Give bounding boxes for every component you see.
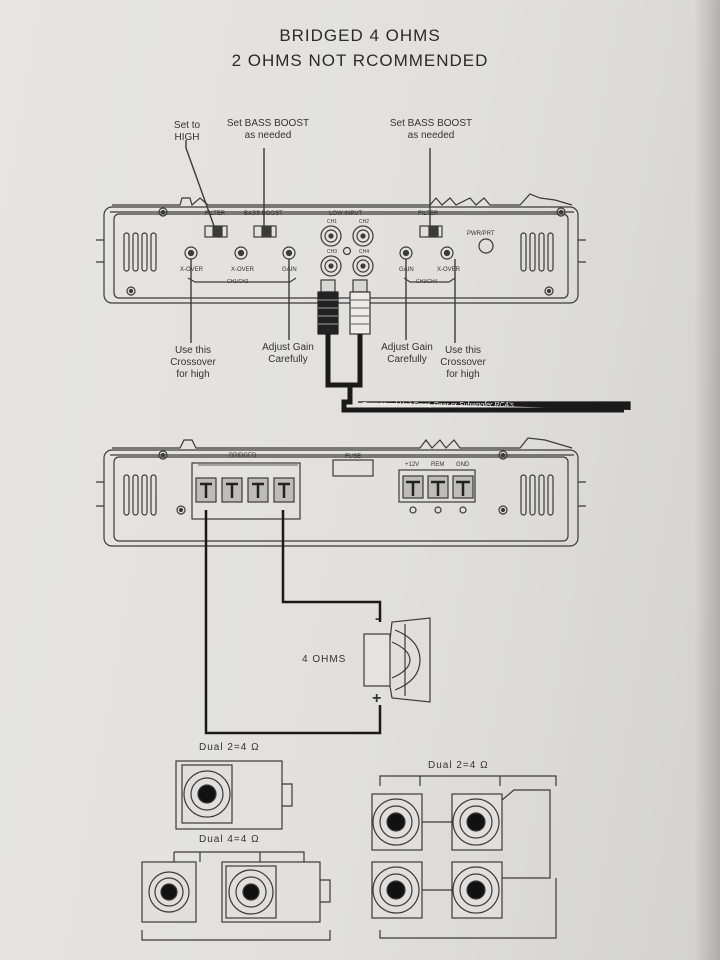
speaker-minus-label: - xyxy=(375,610,380,626)
gnd-label: GND xyxy=(456,462,470,468)
fuse-label: FUSE xyxy=(345,454,362,460)
title-line-1: BRIDGED 4 OHMS xyxy=(279,26,441,45)
example-dual-2-4-right xyxy=(371,775,557,939)
filter-label-left: FILTER xyxy=(205,211,226,217)
filter-label-right: FILTER xyxy=(418,211,439,217)
example-dual-4-4 xyxy=(141,851,331,941)
xover-label-2: X-OVER xyxy=(231,267,255,273)
page-edge-shadow xyxy=(694,0,720,960)
bass-boost-label: BASS BOOST xyxy=(244,211,283,217)
amp-bottom-panel xyxy=(96,437,586,547)
bridged-label: BRIDGED xyxy=(229,453,257,459)
rem-label: REM xyxy=(431,462,445,468)
low-input-label: LOW INPUT xyxy=(329,211,363,217)
gain-label-1: GAIN xyxy=(282,267,297,273)
xover-label-1: X-OVER xyxy=(180,267,204,273)
dual-2-4-left-label: Dual 2=4 Ω xyxy=(199,742,260,753)
dual-4-4-label: Dual 4=4 Ω xyxy=(199,834,260,845)
ch3-label: CH3 xyxy=(327,249,338,255)
ch4-label: CH4 xyxy=(359,249,370,255)
speaker-plus-label: + xyxy=(372,690,382,707)
ch34-label: CH3/CH4 xyxy=(416,279,438,285)
title-line-2: 2 OHMS NOT RCOMMENDED xyxy=(231,51,489,70)
dual-2-4-right-label: Dual 2=4 Ω xyxy=(428,760,489,771)
speaker-ohms-label: 4 OHMS xyxy=(302,654,347,665)
plus12v-label: +12V xyxy=(405,462,420,468)
ch2-label: CH2 xyxy=(359,219,370,225)
example-dual-2-4-left xyxy=(175,760,293,830)
amp-top-panel xyxy=(96,193,586,304)
ch1-label: CH1 xyxy=(327,219,338,225)
ch12-label: CH1/CH2 xyxy=(227,279,249,285)
speaker-4ohm xyxy=(363,617,431,703)
gain-label-2: GAIN xyxy=(399,267,414,273)
rca-cable xyxy=(317,279,631,413)
pwr-prt-label: PWR/PRT xyxy=(467,231,495,237)
rca-cable-label: From Head Unit Front, Rear or Subwoofer … xyxy=(362,402,514,409)
xover-label-3: X-OVER xyxy=(437,267,461,273)
